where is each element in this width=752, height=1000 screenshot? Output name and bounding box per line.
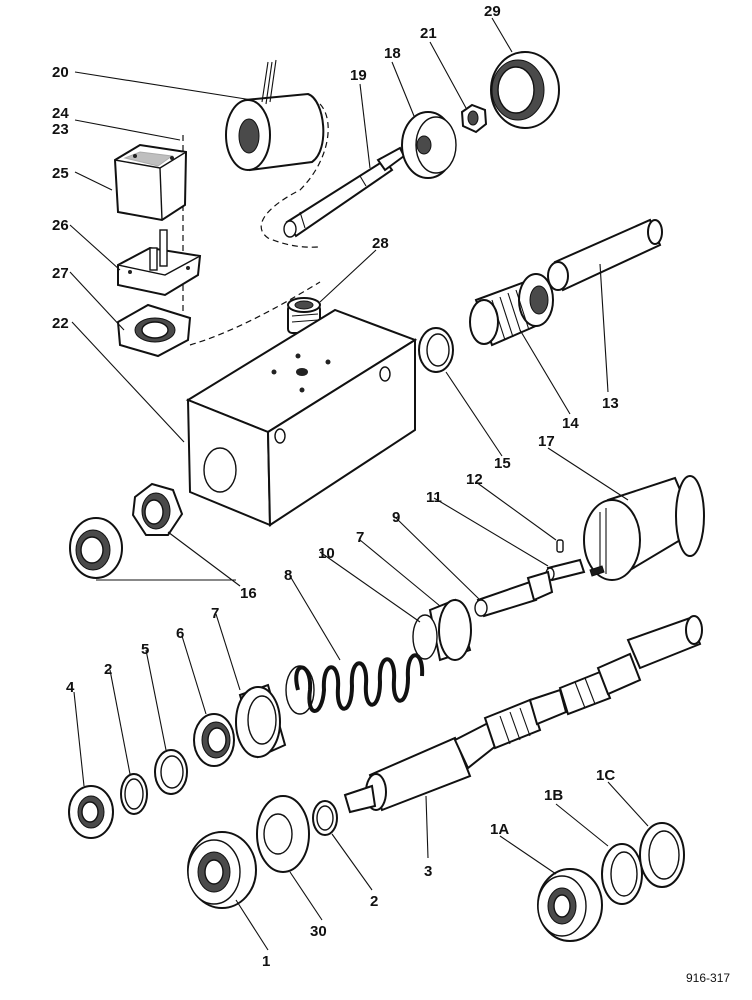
ring-part-6	[193, 713, 235, 767]
part-labels: 20 24 23 25 26 27 22 19 18 21 29 28 13 1…	[52, 3, 619, 970]
label-26: 26	[52, 217, 69, 234]
tube-part-13	[547, 218, 663, 292]
label-1C: 1C	[596, 767, 615, 784]
spring-seat-part-7-lower	[235, 683, 287, 759]
ring-nut-part-29	[490, 51, 560, 129]
assembly-dashed-line-solenoid	[260, 103, 329, 248]
ring-part-2-upper	[120, 773, 148, 815]
leader-lines	[69, 17, 649, 951]
label-13: 13	[602, 395, 619, 412]
label-2-lower: 2	[370, 893, 378, 910]
label-1B: 1B	[544, 787, 563, 804]
label-19: 19	[350, 67, 367, 84]
adjust-nut-part-1A	[537, 868, 603, 942]
ring-part-5	[154, 749, 188, 795]
poppet-part-9	[474, 570, 554, 618]
label-22: 22	[52, 315, 69, 332]
cover-cap-part-25	[113, 143, 188, 222]
label-25: 25	[52, 165, 69, 182]
label-18: 18	[384, 45, 401, 62]
label-12: 12	[466, 471, 483, 488]
solenoid-coil-part-20	[225, 59, 325, 172]
label-23: 23	[52, 121, 69, 138]
label-28: 28	[372, 235, 389, 252]
label-15: 15	[494, 455, 511, 472]
label-1: 1	[262, 953, 270, 970]
label-1A: 1A	[490, 821, 509, 838]
valve-body-part-22	[185, 308, 418, 527]
label-29: 29	[484, 3, 501, 20]
spring-part-8	[285, 653, 425, 715]
washer-part-30	[256, 795, 310, 873]
label-7-lower: 7	[211, 605, 219, 622]
label-24: 24	[52, 105, 69, 122]
hex-nut-part-16-b	[69, 517, 123, 579]
label-27: 27	[52, 265, 69, 282]
label-20: 20	[52, 64, 69, 81]
hex-nut-part-16-a	[131, 482, 184, 536]
o-ring-part-15	[418, 327, 454, 373]
label-9: 9	[392, 509, 400, 526]
label-5: 5	[141, 641, 149, 658]
fitting-part-14	[469, 273, 554, 347]
assembly-dashed-line-block	[189, 281, 321, 346]
label-11: 11	[426, 489, 442, 506]
spool-part-3	[343, 615, 703, 814]
washer-part-18	[401, 111, 457, 179]
label-30: 30	[310, 923, 327, 940]
pin-part-12	[556, 539, 564, 553]
label-10: 10	[318, 545, 335, 562]
shaft-part-19	[283, 146, 406, 238]
drawing-code: 916-317	[686, 971, 730, 985]
nut-part-21	[460, 103, 488, 134]
label-7-upper: 7	[356, 529, 364, 546]
cap-part-4	[68, 785, 114, 839]
label-14: 14	[562, 415, 579, 432]
ring-part-1B	[601, 843, 643, 905]
label-8: 8	[284, 567, 292, 584]
spring-seat-part-7-upper	[412, 598, 472, 662]
adjust-nut-part-1	[187, 831, 257, 909]
label-17: 17	[538, 433, 555, 450]
ring-part-2-lower	[312, 800, 338, 836]
label-3: 3	[424, 863, 432, 880]
label-16: 16	[240, 585, 257, 602]
pin-plate-part-26	[117, 229, 202, 297]
label-21: 21	[420, 25, 437, 42]
label-4: 4	[66, 679, 75, 696]
housing-part-17	[583, 475, 705, 581]
label-2-upper: 2	[104, 661, 112, 678]
ring-part-1C	[639, 822, 685, 888]
gasket-part-27	[116, 303, 192, 358]
label-6: 6	[176, 625, 184, 642]
